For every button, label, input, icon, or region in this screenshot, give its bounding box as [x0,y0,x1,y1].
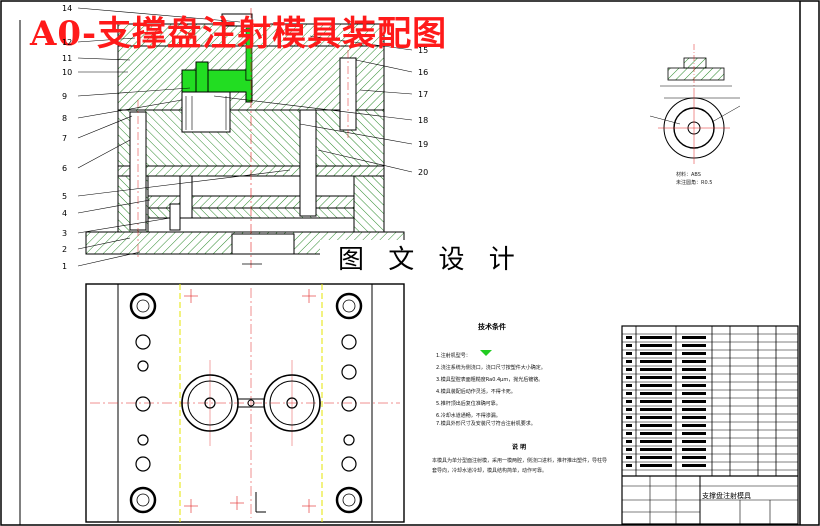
parts-list-entry [640,360,672,363]
parts-list-entry [640,416,672,419]
callout-number: 8 [62,114,68,123]
section-view [85,8,405,268]
parts-list-entry [626,464,632,467]
tech-req-item: 4.模具装配后动作灵活，不得卡死。 [436,389,516,395]
parts-list-entry [640,392,672,395]
parts-list-entry [682,456,706,459]
title-block [621,325,799,525]
callout-number: 12 [62,38,73,47]
callout-number: 11 [62,54,73,63]
callout-number: 9 [62,92,68,101]
callout-number: 14 [62,4,73,13]
parts-list-entry [640,376,672,379]
watermark-text: 图 文 设 计 [320,240,515,280]
parts-list-entry [626,384,632,387]
tech-req-item: 5.推杆顶出后复位准确可靠。 [436,401,501,407]
parts-list-entry [640,432,672,435]
callout-number: 15 [418,46,429,55]
parts-list-entry [640,336,672,339]
parts-list-entry [640,400,672,403]
tech-req-title: 技术条件 [478,323,506,331]
parts-list-entry [640,344,672,347]
parts-list-entry [682,400,706,403]
leader-lines-right [213,35,413,173]
parts-list-entry [640,448,672,451]
parts-list-entry [626,352,632,355]
tech-req-item: 6.冷却水道通畅，不得渗漏。 [436,413,501,419]
leader-lines-left [77,7,291,267]
callout-number: 5 [62,192,68,201]
parts-list-entry [626,456,632,459]
part-drawing [649,44,741,164]
parts-list-entry [640,384,672,387]
tech-req-item: 2.浇注系统为侧浇口，浇口尺寸按塑件大小确定。 [436,365,546,371]
parts-list-entry [640,440,672,443]
parts-list-entry [682,384,706,387]
callout-number: 7 [62,134,68,143]
parts-list-entry [626,376,632,379]
parts-list-entry [626,416,632,419]
tech-req-item: 3.模具型腔表面粗糙度Ra0.4μm，抛光后镀铬。 [436,377,544,383]
parts-list-entry [626,448,632,451]
parts-list-entry [626,392,632,395]
title-block-drawing-name: 支撑盘注射模具 [702,492,751,500]
parts-list-entry [640,464,672,467]
tech-req-item: 1.注射机型号： [436,353,471,359]
parts-list-entry [640,408,672,411]
callout-number: 1 [62,262,68,271]
description-text: 本模具为单分型面注射模，采用一模两腔，侧浇口进料，推杆推出塑件，导柱导套导向，冷… [432,458,608,474]
callout-number: 10 [62,68,73,77]
parts-list-entry [640,368,672,371]
parts-list-entry [682,416,706,419]
callout-number: 16 [418,68,429,77]
parts-list-entry [682,352,706,355]
parts-list-entry [682,440,706,443]
callout-number: 6 [62,164,68,173]
parts-list-entry [626,368,632,371]
parts-list-entry [626,344,632,347]
parts-list-entry [640,424,672,427]
parts-list-entry [640,352,672,355]
parts-list-entry [626,424,632,427]
callout-number: 4 [62,209,68,218]
callout-number: 3 [62,229,68,238]
parts-list-entry [626,432,632,435]
parts-list-entry [626,408,632,411]
parts-list-entry [682,424,706,427]
callout-number: 19 [418,140,429,149]
plan-view [85,283,405,523]
parts-list-entry [682,368,706,371]
parts-list-entry [682,344,706,347]
parts-list-entry [626,360,632,363]
parts-list-entry [626,336,632,339]
drawing-title: A0-支撑盘注射模具装配图 [30,14,448,54]
parts-list-entry [682,360,706,363]
callout-number: 17 [418,90,429,99]
parts-list-entry [682,336,706,339]
callout-number: 18 [418,116,429,125]
parts-list-entry [682,408,706,411]
description-title: 说 明 [512,444,527,451]
parts-list-entry [626,400,632,403]
parts-list-entry [682,432,706,435]
part-radius-note: 未注圆角：R0.5 [676,180,713,186]
parts-list-entry [682,392,706,395]
parts-list-entry [682,376,706,379]
parts-list-entry [626,440,632,443]
parts-list-entry [682,448,706,451]
callout-number: 2 [62,245,68,254]
callout-number: 20 [418,168,429,177]
parts-list-entry [682,464,706,467]
tech-req-item: 7.模具外形尺寸及安装尺寸符合注射机要求。 [436,421,536,427]
parts-list-entry [640,456,672,459]
part-material-note: 材料：ABS [676,172,701,178]
roughness-symbol [480,350,492,356]
